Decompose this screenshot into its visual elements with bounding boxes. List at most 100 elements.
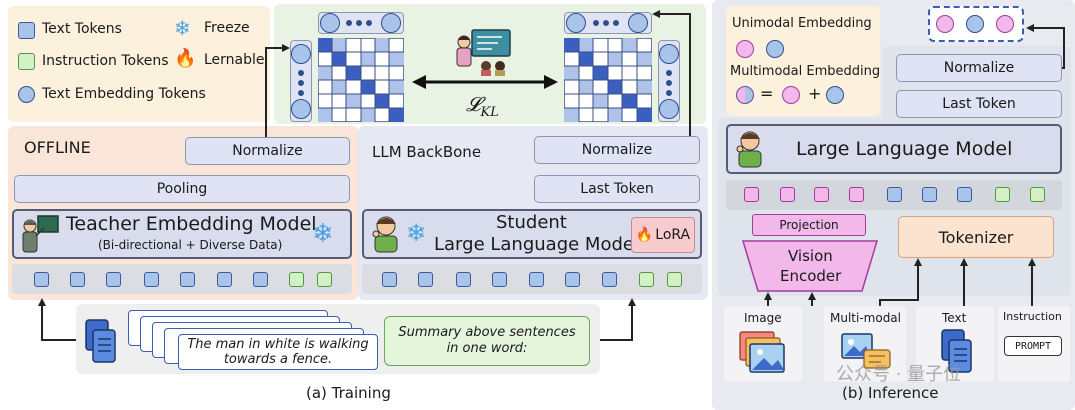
student-title-line2: Large Language Model — [434, 234, 639, 255]
training-caption: (a) Training — [306, 384, 391, 402]
inference-instruction-token-1 — [995, 187, 1010, 202]
teacher-instruction-token-1 — [289, 272, 304, 287]
last-token-box: Last Token — [534, 175, 700, 203]
student-instruction-token-2 — [667, 272, 682, 287]
projection-box: Projection — [752, 214, 866, 236]
inference-last-token-box: Last Token — [896, 90, 1062, 118]
legend-instruction-tokens: Instruction Tokens — [42, 53, 169, 69]
teacher-text-token-6 — [217, 272, 232, 287]
unimodal-blue-circle — [766, 40, 784, 58]
teacher-text-token-3 — [106, 272, 121, 287]
doc-sentence-box: The man in white is walking towards a fe… — [178, 334, 378, 370]
multimodal-label: Multimodal Embedding — [730, 64, 881, 79]
teacher-text-token-1 — [34, 272, 49, 287]
multimodal-input-label: Multi-modal — [830, 311, 901, 325]
student-freeze-icon: ❄ — [406, 219, 427, 247]
right-similarity-matrix — [564, 38, 652, 122]
inference-image-token-4 — [849, 187, 864, 202]
inference-normalize-box: Normalize — [896, 54, 1062, 82]
teacher-model-subtitle: (Bi-directional + Diverse Data) — [98, 238, 283, 252]
inference-caption: (b) Inference — [842, 384, 939, 402]
kl-loss-label: 𝓛KL — [466, 92, 499, 120]
teacher-freeze-icon: ❄ — [312, 219, 334, 249]
student-title-line1: Student — [496, 212, 567, 233]
student-text-token-7 — [602, 272, 617, 287]
vision-encoder-line2: Encoder — [780, 267, 842, 285]
student-text-token-4 — [492, 272, 507, 287]
student-normalize-box: Normalize — [534, 136, 700, 164]
backbone-label: LLM BackBone — [372, 143, 482, 161]
text-document-icon — [941, 329, 972, 373]
teacher-normalize-box: Normalize — [185, 137, 350, 165]
watermark: 公众号 · 量子位 — [836, 364, 962, 385]
prompt-icon: PROMPT — [1004, 336, 1062, 356]
snowflake-icon: ❄ — [174, 16, 191, 40]
inference-instruction-token-2 — [1030, 187, 1045, 202]
prompt-label: PROMPT — [1014, 340, 1052, 352]
instruction-box: Summary above sentences in one word: — [384, 316, 590, 366]
teacher-text-token-5 — [180, 272, 195, 287]
vision-encoder-line1: Vision — [788, 247, 833, 265]
left-col-dot-1 — [298, 70, 304, 76]
inference-llm-box — [726, 124, 1062, 174]
tokenizer-box: Tokenizer — [898, 216, 1054, 258]
projection-label: Projection — [779, 218, 839, 232]
teacher-text-token-4 — [144, 272, 159, 287]
output-pink-circle-2 — [996, 15, 1014, 33]
student-text-token-3 — [456, 272, 471, 287]
teacher-text-token-7 — [253, 272, 268, 287]
image-input-label: Image — [744, 311, 782, 325]
student-text-token-1 — [382, 272, 397, 287]
inference-text-token-1 — [887, 187, 902, 202]
text-input-label: Text — [942, 311, 967, 325]
student-text-token-2 — [418, 272, 433, 287]
left-row-circle-right — [381, 13, 401, 33]
legend-text-tokens: Text Tokens — [42, 21, 122, 37]
legend-text-embedding-tokens: Text Embedding Tokens — [42, 86, 206, 102]
text-token-legend — [18, 22, 35, 39]
legend-panel — [8, 6, 270, 122]
inference-image-token-2 — [780, 187, 795, 202]
multimodal-pink-circle — [782, 86, 800, 104]
inference-llm-icon — [736, 131, 762, 168]
multimodal-blue-circle — [826, 86, 844, 104]
right-col-circle-bottom — [659, 99, 679, 119]
tokenizer-label: Tokenizer — [938, 227, 1014, 247]
right-row-dot-3 — [613, 20, 619, 26]
fire-icon: 🔥 — [174, 48, 197, 69]
right-row-dot-1 — [593, 20, 599, 26]
multimodal-mixed-circle — [736, 86, 754, 104]
teacher-board-icon — [456, 29, 511, 76]
teacher-text-token-2 — [70, 272, 85, 287]
lora-label: LoRA — [655, 227, 691, 243]
left-similarity-matrix — [318, 38, 404, 122]
right-col-dot-1 — [666, 70, 672, 76]
plus-sign: + — [808, 84, 822, 103]
teacher-instruction-token-2 — [317, 272, 332, 287]
student-icon — [372, 216, 398, 253]
lora-fire-icon: 🔥 — [635, 227, 654, 243]
student-text-token-5 — [529, 272, 544, 287]
vision-encoder-shape — [742, 240, 878, 292]
embedding-token-legend — [18, 86, 35, 103]
multimodal-icon — [841, 333, 891, 369]
left-row-dot-2 — [356, 20, 362, 26]
instruction-input-label: Instruction — [1003, 310, 1062, 323]
teacher-model-box — [12, 209, 352, 259]
inference-text-token-2 — [922, 187, 937, 202]
document-icon — [85, 319, 116, 363]
right-row-circle-left — [566, 13, 586, 33]
inference-image-token-3 — [814, 187, 829, 202]
kl-double-arrow — [412, 75, 558, 89]
left-col-circle-top — [291, 44, 311, 64]
image-icon — [739, 331, 785, 373]
output-blue-circle — [966, 15, 984, 33]
right-col-dot-3 — [666, 90, 672, 96]
equals-sign: = — [760, 84, 774, 103]
right-row-dot-2 — [603, 20, 609, 26]
left-row-dot-3 — [366, 20, 372, 26]
instruction-text: Summary above sentences in one word: — [398, 325, 576, 356]
left-col-dot-3 — [298, 90, 304, 96]
